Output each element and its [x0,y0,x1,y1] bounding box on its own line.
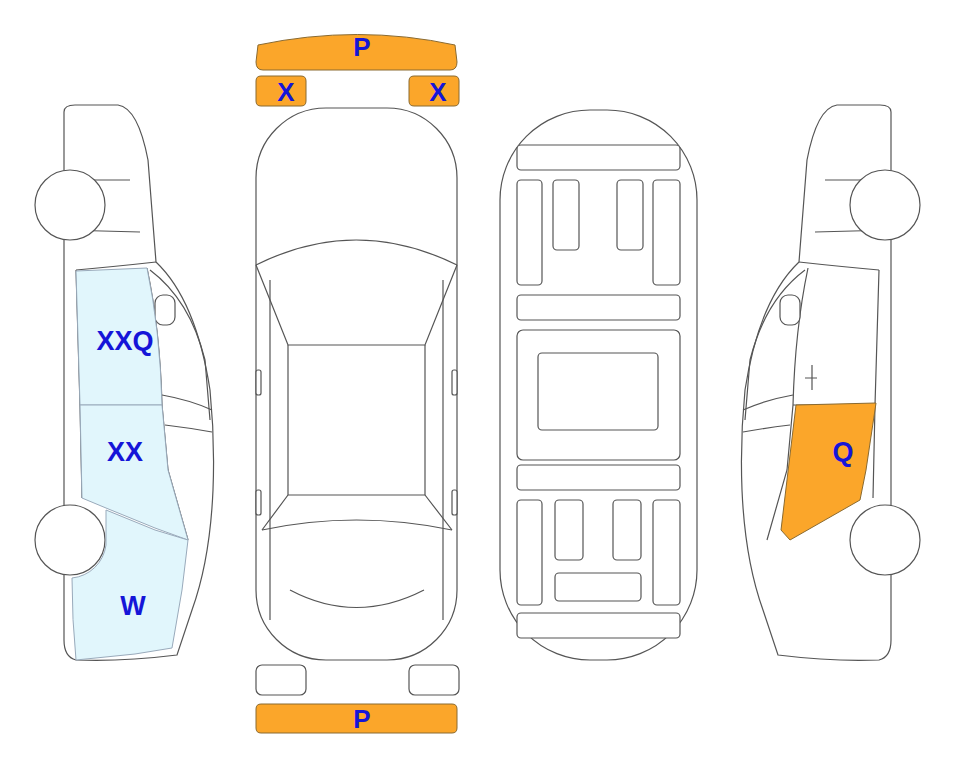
car-top-view [256,108,459,695]
panel-shape [72,510,188,660]
damage-code: P [353,706,370,732]
door-panel: Q [779,401,878,542]
panel-shape [409,76,459,106]
panel-outline [779,401,878,542]
damage-code: P [353,34,370,60]
panel-shape [256,704,457,733]
damage-code: Q [832,439,853,466]
car-side-view [35,105,214,660]
panel-shape [256,35,457,71]
damage-code: XXQ [96,328,153,355]
light-panel: X [407,74,461,108]
door-panel: XXQ [73,266,165,407]
bumper-panel: P [254,26,460,72]
panel-shape [256,76,306,106]
car-underside [500,110,697,660]
panel-outline [70,506,190,662]
damage-code: X [277,79,294,105]
fender-panel: W [70,506,190,662]
damage-code: XX [107,439,143,466]
bumper-panel: P [254,702,460,735]
panel-shape [781,403,876,540]
panel-shape [76,268,162,405]
damage-code: X [429,79,446,105]
panel-shape [80,405,188,540]
damage-code: W [120,593,145,620]
light-panel: X [254,74,308,108]
